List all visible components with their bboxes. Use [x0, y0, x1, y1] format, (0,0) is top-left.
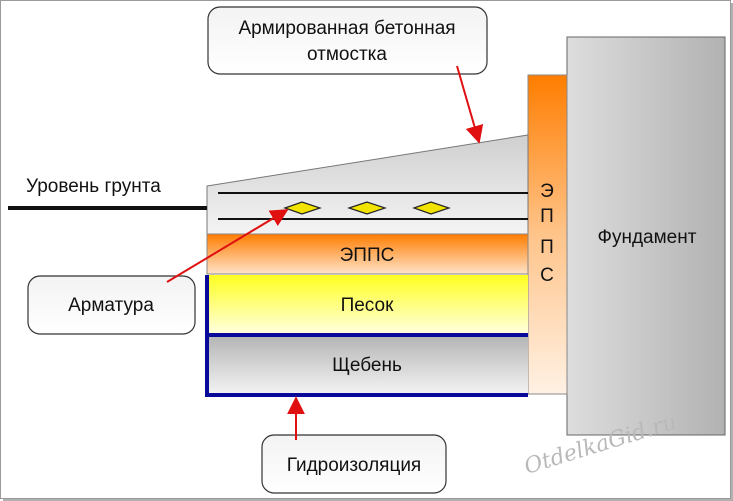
callout-concrete-line2: отмостка	[307, 44, 387, 65]
epps-layer-label: ЭППС	[340, 245, 395, 266]
arrow-rebar	[166, 209, 289, 283]
ground-level-label: Уровень грунта	[26, 176, 161, 197]
callout-waterproofing-box	[261, 434, 447, 494]
gravel-label: Щебень	[332, 355, 402, 376]
rebar-diamond-1	[283, 201, 322, 215]
callout-concrete-box	[207, 6, 488, 75]
rebar-diamond-2	[347, 201, 387, 215]
epps-layer	[206, 233, 529, 275]
callout-rebar-label: Арматура	[68, 295, 154, 316]
arrow-concrete	[456, 65, 484, 144]
epps-vertical-letter-4: С	[540, 265, 554, 286]
sand-label: Песок	[341, 295, 395, 316]
epps-vertical-letter-2: П	[540, 206, 554, 227]
epps-vertical-letter-3: П	[540, 237, 554, 258]
foundation-block	[566, 36, 726, 436]
callout-rebar-box	[27, 275, 196, 335]
gravel-layer	[207, 335, 528, 395]
callout-waterproofing-label: Гидроизоляция	[287, 455, 421, 476]
waterproofing-outline	[205, 275, 528, 397]
epps-vertical-block	[527, 74, 568, 395]
sand-layer	[207, 275, 528, 335]
callout-concrete-line1: Армированная бетонная	[238, 18, 455, 39]
epps-vertical-letter-1: Э	[540, 181, 554, 202]
foundation-label: Фундамент	[598, 227, 697, 248]
rebar-diamond-3	[412, 201, 451, 215]
